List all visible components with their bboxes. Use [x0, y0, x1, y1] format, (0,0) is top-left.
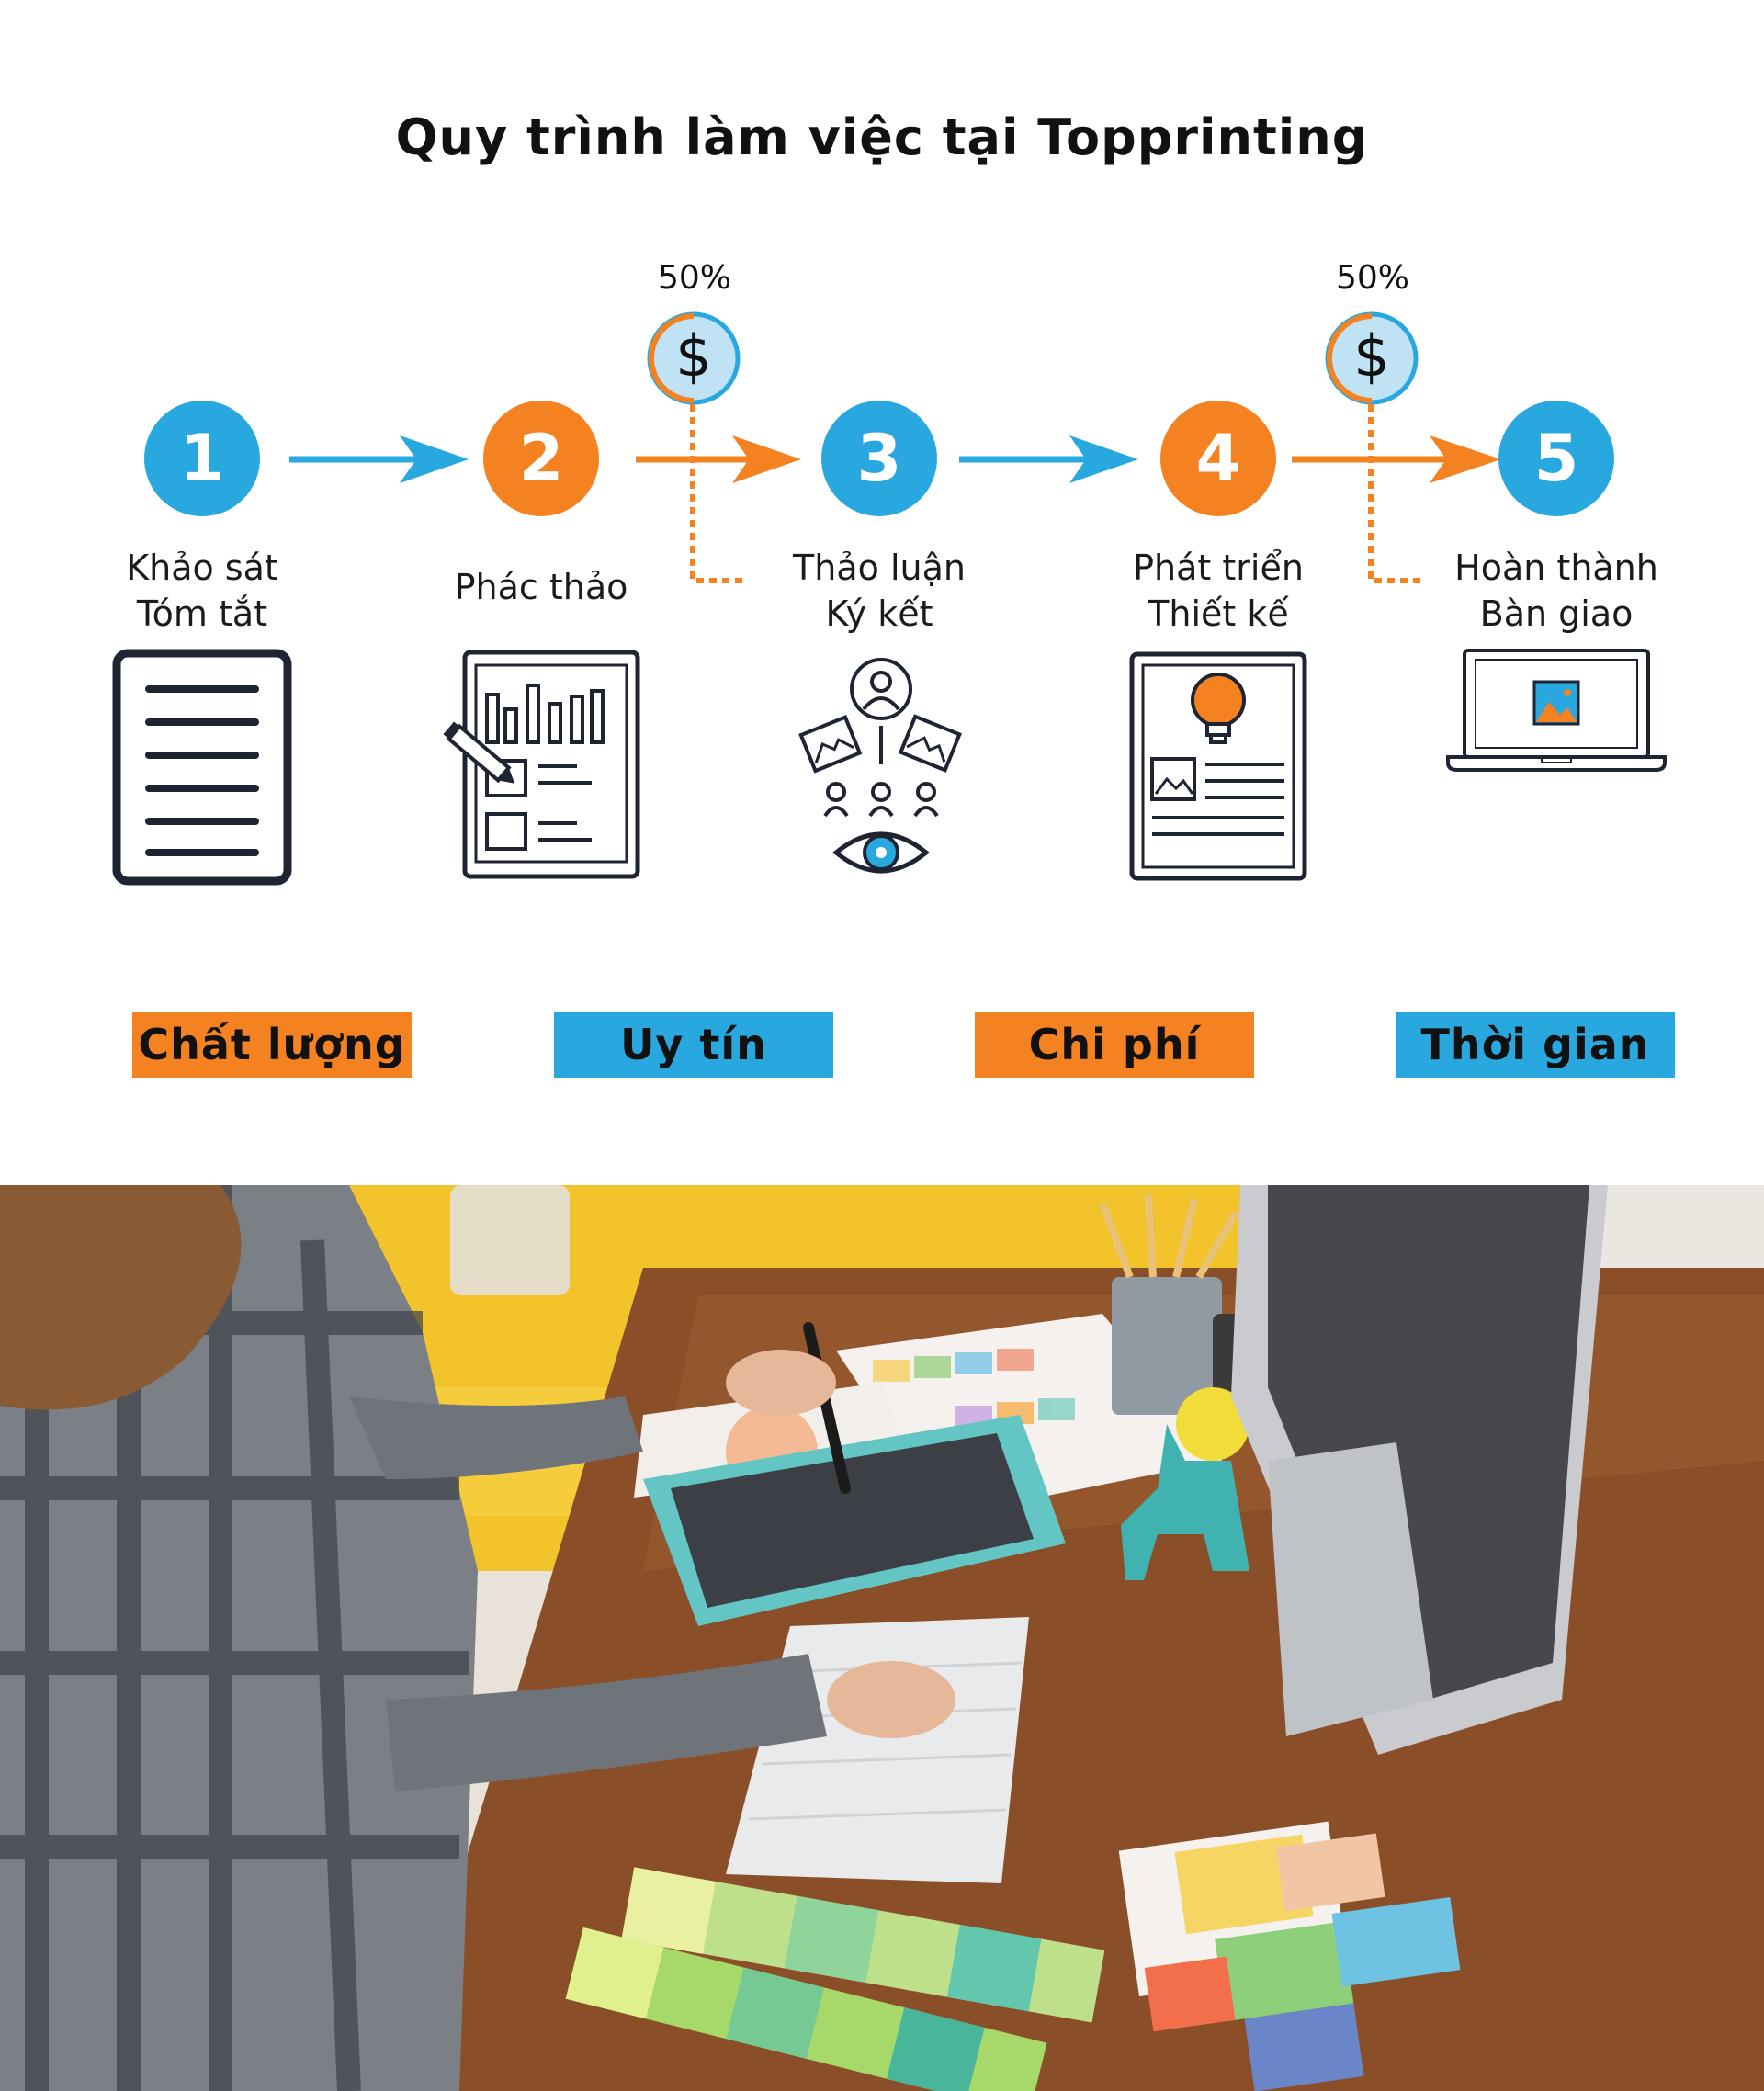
payment-dotted-connector-2: [1368, 404, 1422, 583]
step-3-line2: Ký kết: [825, 593, 933, 634]
step-1-line2: Tóm tắt: [136, 593, 268, 634]
arrow-2-to-3: [636, 435, 801, 483]
step-3-line1: Thảo luận: [793, 548, 966, 588]
step-5-number: 5: [1498, 401, 1614, 516]
step-4-label: Phát triển Thiết kế: [1071, 545, 1365, 637]
idea-document-icon: [1129, 651, 1307, 881]
dollar-symbol: $: [675, 322, 711, 390]
step-1-number: 1: [144, 401, 260, 516]
page-title: Quy trình làm việc tại Topprinting: [395, 108, 1369, 166]
document-icon: [112, 649, 292, 886]
dollar-coin-icon: $: [1325, 311, 1419, 405]
step-3-label: Thảo luận Ký kết: [732, 545, 1026, 637]
value-tag-time: Thời gian: [1396, 1012, 1675, 1078]
arrow-3-to-4: [959, 435, 1138, 483]
value-tag-quality: Chất lượng: [132, 1012, 412, 1078]
sketch-tablet-icon: [443, 650, 640, 879]
step-1-label: Khảo sát Tóm tắt: [55, 545, 349, 637]
designer-workspace-photo: [0, 1185, 1764, 2091]
dollar-symbol: $: [1353, 322, 1389, 390]
step-2-label: Phác thảo: [394, 564, 688, 610]
payment-percent-2: 50%: [1335, 259, 1409, 297]
step-4-line2: Thiết kế: [1148, 593, 1289, 634]
value-tag-cost: Chi phí: [975, 1012, 1254, 1078]
step-5-label: Hoàn thành Bàn giao: [1409, 545, 1703, 637]
payment-percent-1: 50%: [657, 259, 731, 297]
value-tag-reputation: Uy tín: [554, 1012, 833, 1078]
step-1-line1: Khảo sát: [126, 548, 278, 588]
step-2-line1: Phác thảo: [454, 567, 628, 607]
discussion-icon: [798, 658, 962, 874]
step-4-number: 4: [1160, 401, 1276, 516]
payment-dotted-connector-1: [690, 404, 744, 583]
arrow-1-to-2: [289, 435, 469, 483]
arrow-4-to-5: [1292, 435, 1501, 483]
dollar-coin-icon: $: [647, 311, 741, 405]
step-3-number: 3: [821, 401, 937, 516]
step-5-line2: Bàn giao: [1479, 593, 1634, 634]
step-4-line1: Phát triển: [1133, 548, 1304, 588]
step-5-line1: Hoàn thành: [1454, 548, 1658, 588]
step-2-number: 2: [483, 401, 599, 516]
laptop-icon: [1446, 649, 1667, 772]
